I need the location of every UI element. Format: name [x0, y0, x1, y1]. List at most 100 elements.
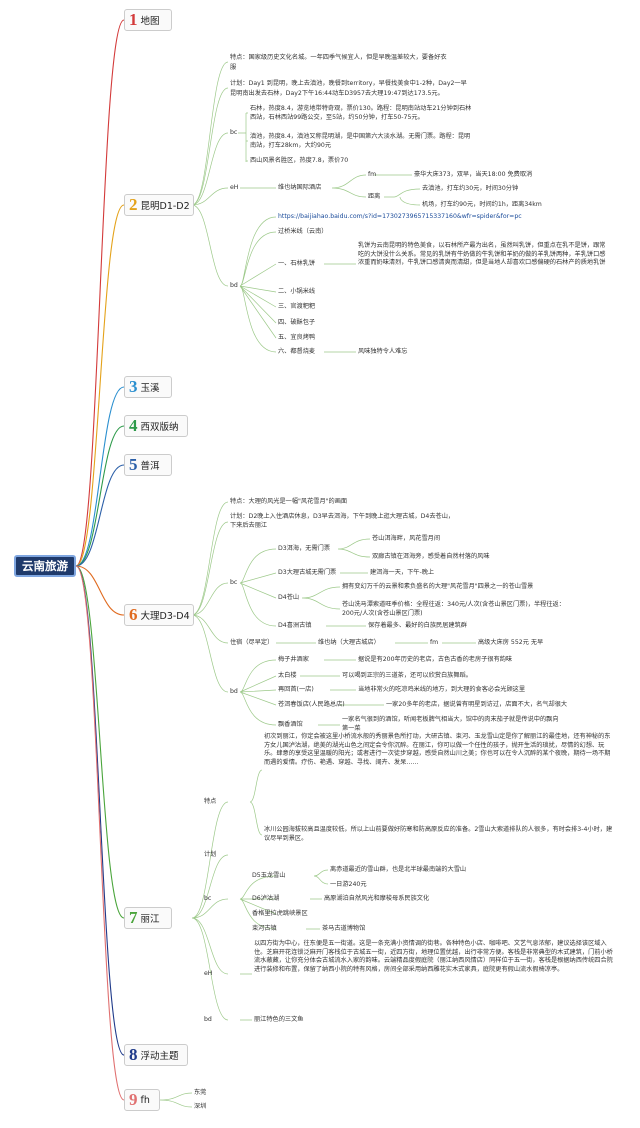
- root-topic[interactable]: 云南旅游: [14, 555, 76, 577]
- dali-cangshan: D4苍山: [278, 594, 300, 601]
- lijiang-bd-label: bd: [204, 1016, 212, 1023]
- lijiang-eh-label: eH: [204, 970, 213, 977]
- fh-item-1: 东莞: [194, 1089, 207, 1096]
- dali-erhai: D3洱海，无需门票: [278, 545, 331, 552]
- kunming-jihua-line1: 计划：Day1 到昆明，晚上去滇池，晚餐到territory，早餐找美食中1-2…: [230, 80, 467, 87]
- dali-food-1-note: 据说是有200年历史的老店，古色古香的老房子很有韵味: [358, 656, 513, 663]
- lijiang-shuhe-note: 茶马古道博物馆: [322, 925, 366, 932]
- kunming-rubing-title: 一、石林乳饼: [278, 260, 316, 267]
- kunming-guoqiao: 过桥米线（云南）: [278, 228, 328, 235]
- dali-fm-label: fm: [430, 639, 439, 646]
- dali-cangshan-note2b: 200元/人次(含苍山景区门票): [342, 610, 423, 617]
- kunming-eh-label: eH: [230, 184, 239, 191]
- dali-food-2-note: 可以喝到正宗的三道茶，还可以欣赏白族舞蹈。: [342, 672, 472, 679]
- kunming-juli-label: 距离: [368, 193, 381, 200]
- dali-erhai-note1: 苍山洱海畔，风花雪月间: [372, 535, 441, 542]
- kunming-food-2: 二、小锅米线: [278, 288, 316, 295]
- kunming-xishan: 西山风景名胜区，热度7.8，票价70: [250, 157, 349, 164]
- kunming-jihua-line2: 昆明南出发去石林，Day2下午16:44动车D3957去大理19:47到达173…: [230, 90, 444, 97]
- topic-label: fh: [140, 1094, 150, 1106]
- kunming-bd-label: bd: [230, 282, 238, 289]
- kunming-juli-line2: 机场，打车约90元，时间约1h，距离34km: [422, 201, 542, 208]
- topic-fh[interactable]: 9 fh: [124, 1089, 160, 1111]
- kunming-shilin-line2: 西站，石林西站99路公交，至5站，约50分钟，打车50-75元。: [250, 114, 424, 121]
- lijiang-bd-note: 丽江特色的三文鱼: [254, 1016, 304, 1023]
- kunming-fm-detail: 豪华大床373，双早，当天18:00 免费取消: [414, 171, 533, 178]
- topic-label: 玉溪: [140, 383, 160, 394]
- kunming-bc-label: bc: [230, 129, 238, 136]
- topic-number: 3: [129, 377, 138, 396]
- lijiang-bc-label: bc: [204, 895, 212, 902]
- kunming-rubing-desc: 乳饼为云南昆明的特色美食，以石林所产最为出名，虽然叫乳饼，但重点在乳不是饼，跟常…: [358, 242, 606, 267]
- kunming-food-4: 四、破酥包子: [278, 319, 316, 326]
- topic-number: 2: [129, 195, 138, 214]
- dali-food-2: 太白楼: [278, 672, 297, 679]
- lijiang-eh-desc: 以四方街为中心，往东便是五一街道。这是一条充满小资情调的街巷。各种特色小店、咖啡…: [254, 940, 613, 973]
- dali-gucheng: D3大理古城无需门票: [278, 569, 337, 576]
- dali-zhusu: 住宿（尽早定）: [230, 639, 274, 646]
- kunming-shilin-line1: 石林，热度8.4，游览地带特奇观，票价130。路程：昆明南站动车21分钟到石林: [250, 105, 472, 112]
- topic-fudong[interactable]: 8 浮动主题: [124, 1044, 188, 1066]
- lijiang-yulong: D5玉龙雪山: [252, 872, 286, 879]
- lijiang-tedian-label: 特点: [204, 798, 217, 805]
- topic-label: 丽江: [140, 914, 160, 925]
- dali-hotel: 维也纳（大理古城店）: [318, 639, 380, 646]
- dali-cangshan-note1: 拥有变幻万千的云景和素负盛名的大理"风花雪月"四景之一的苍山雪景: [342, 583, 534, 590]
- topic-number: 9: [129, 1090, 138, 1109]
- kunming-juli-line1: 去滇池，打车约30元，时间30分钟: [422, 185, 519, 192]
- topic-number: 4: [129, 416, 138, 435]
- kunming-url-link[interactable]: https://baijiahao.baidu.com/s?id=1730273…: [278, 213, 522, 220]
- kunming-food-3: 三、官渡粑粑: [278, 303, 316, 310]
- topic-label: 普洱: [140, 461, 160, 472]
- dali-food-4: 苍洱春饭店(人民路总店): [278, 701, 345, 708]
- dali-food-3: 再回首(一店): [278, 686, 314, 693]
- dali-cangshan-note2a: 苍山洗马潭索道旺季价格：全程往返：340元/人次(含苍山景区门票)，半程往返：: [342, 601, 565, 608]
- dali-fm-detail: 高级大床房 552元 无早: [478, 639, 544, 646]
- kunming-fm-label: fm: [368, 171, 377, 178]
- lijiang-tedian-desc2: 冰川公园海拔较高且温度较低，所以上山前要做好防寒和防高原反应的准备。2雪山大索道…: [264, 826, 613, 842]
- dali-gucheng-note: 建洱海一天，下午-晚上: [370, 569, 435, 576]
- topic-number: 5: [129, 455, 138, 474]
- topic-kunming[interactable]: 2 昆明D1-D2: [124, 194, 194, 216]
- kunming-dianchi-line2: 南站，打车28km，大约90元: [250, 142, 332, 149]
- kunming-hotel: 维也纳国际酒店: [278, 184, 322, 191]
- lijiang-luguhu-note: 高原湖泊自然风光和摩梭母系民族文化: [324, 895, 430, 902]
- topic-number: 1: [129, 10, 138, 29]
- topic-number: 6: [129, 605, 138, 624]
- dali-food-5-note2: 第一菜: [342, 725, 361, 732]
- lijiang-jihua-label: 计划: [204, 851, 217, 858]
- dali-xizhou-note: 保存着最多、最好的白族民居建筑群: [368, 622, 467, 629]
- topic-lijiang[interactable]: 7 丽江: [124, 907, 172, 929]
- dali-jihua-line1: 计划：D2晚上入住酒店休息，D3早去洱海，下午到晚上逛大理古城，D4去苍山，: [230, 513, 455, 520]
- dali-food-1: 梅子井酒家: [278, 656, 309, 663]
- dali-food-5: 飘香酒馆: [278, 721, 303, 728]
- topic-yuxi[interactable]: 3 玉溪: [124, 376, 172, 398]
- topic-number: 8: [129, 1045, 138, 1064]
- lijiang-luguhu: D6泸沽湖: [252, 895, 280, 902]
- lijiang-tedian-desc: 初次到丽江，你定会被这里小桥流水般的秀丽景色所打动，大研古镇、束河、玉龙雪山定是…: [264, 733, 611, 766]
- topic-xishuangbanna[interactable]: 4 西双版纳: [124, 415, 188, 437]
- lijiang-yulong-note1: 离赤道最近的雪山群，也是北半球最南端的大雪山: [330, 866, 467, 873]
- topic-label: 昆明D1-D2: [140, 201, 190, 212]
- kunming-food-6-note: 风味独特令人难忘: [358, 348, 408, 355]
- dali-bd-label: bd: [230, 688, 238, 695]
- kunming-dianchi-line1: 滇池，热度8.4，滇池又称昆明湖，是中国第六大淡水湖。无需门票。路程：昆明: [250, 133, 471, 140]
- dali-food-3-note: 当地非常火的吃凉鸡米线的地方，到大理的食客必会光顾这里: [358, 686, 526, 693]
- topic-dali[interactable]: 6 大理D3-D4: [124, 604, 194, 626]
- dali-tedian: 特点：大理的风光是一幅"风花雪月"的画面: [230, 498, 348, 505]
- lijiang-shuhe: 束河古镇: [252, 925, 277, 932]
- lijiang-yulong-note2: 一日游240元: [330, 881, 367, 888]
- lijiang-xianggelila: 香格里拉虎跳峡景区: [252, 910, 308, 917]
- dali-food-5-note1: 一家名气很到的酒馆，听闻老板脾气相当大，馆中的肉末茄子就是传说中的飘向: [342, 716, 559, 723]
- dali-jihua-line2: 下来后去丽江: [230, 522, 268, 529]
- kunming-tedian-line1: 特点：国家级历史文化名城。一年四季气候宜人，但是早晚温差较大，要备好衣: [230, 54, 447, 61]
- topic-puer[interactable]: 5 普洱: [124, 454, 172, 476]
- fh-item-2: 深圳: [194, 1103, 207, 1110]
- topic-label: 地图: [140, 16, 160, 27]
- topic-label: 浮动主题: [140, 1051, 179, 1062]
- topic-label: 大理D3-D4: [140, 611, 190, 622]
- topic-ditu[interactable]: 1 地图: [124, 9, 172, 31]
- dali-xizhou: D4喜洲古镇: [278, 622, 312, 629]
- dali-food-4-note: 一家20多年的老店，据说曾有明星到访过，店面不大，名气却很大: [386, 701, 568, 708]
